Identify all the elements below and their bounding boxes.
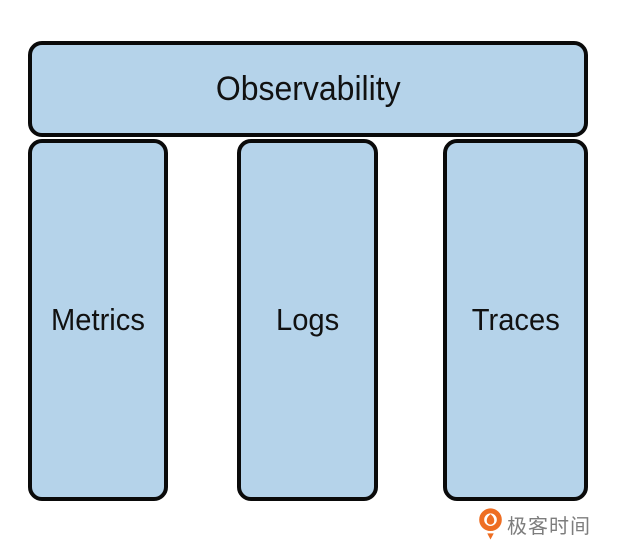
geektime-logo-icon bbox=[479, 507, 502, 539]
metrics-label: Metrics bbox=[51, 302, 145, 337]
observability-label: Observability bbox=[215, 69, 401, 108]
pillar-traces: Traces bbox=[443, 139, 588, 501]
geektime-logo-text: 极客时间 bbox=[507, 515, 591, 538]
pillar-metrics: Metrics bbox=[28, 139, 168, 501]
geektime-watermark: 极客时间 bbox=[479, 506, 591, 542]
pillar-logs: Logs bbox=[237, 139, 378, 501]
logs-label: Logs bbox=[275, 302, 340, 337]
traces-label: Traces bbox=[471, 302, 560, 337]
observability-header-box: Observability bbox=[28, 41, 588, 137]
